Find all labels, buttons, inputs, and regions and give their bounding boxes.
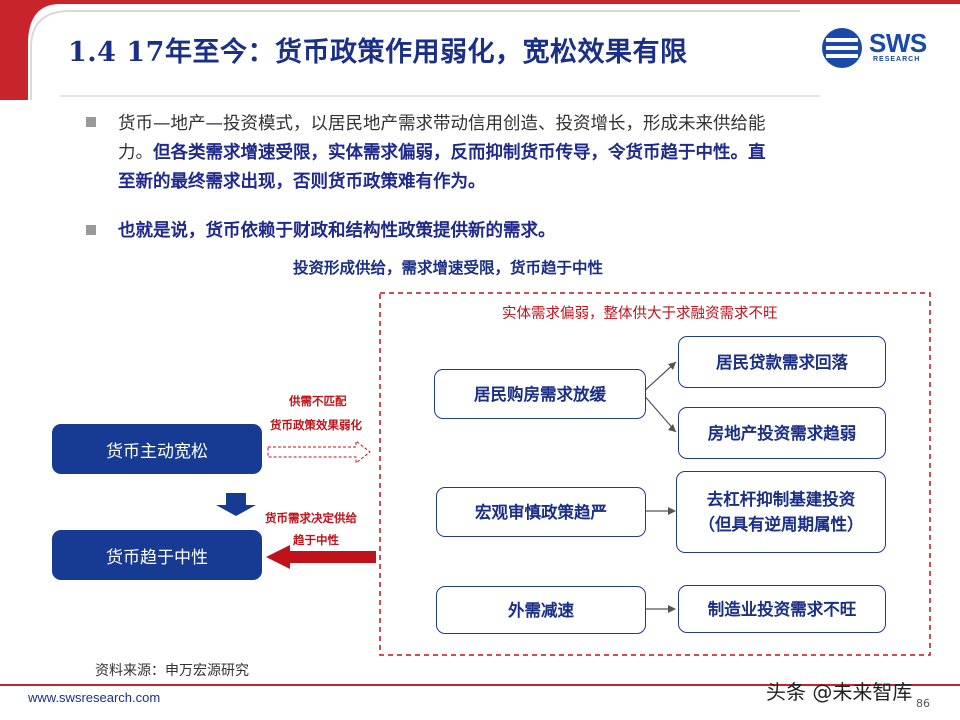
cause-external-demand: 外需减速 xyxy=(436,586,646,634)
footer-divider xyxy=(0,684,960,686)
bullet-marker xyxy=(86,225,96,235)
loose-money-box: 货币主动宽松 xyxy=(52,424,262,474)
bullet-marker xyxy=(86,117,96,127)
cause-macroprudential: 宏观审慎政策趋严 xyxy=(436,487,646,537)
bullet-1-line-2-bold: 但各类需求增速受限，实体需求偏弱，反而抑制货币传导，令货币趋于中性。直 xyxy=(153,143,766,163)
sws-logo-icon xyxy=(822,28,862,68)
bullet-1: 货币—地产—投资模式，以居民地产需求带动信用创造、投资增长，形成未来供给能 力。… xyxy=(118,110,938,197)
effect-infrastructure: 去杠杆抑制基建投资 （但具有逆周期属性） xyxy=(676,471,886,553)
arrow-label-top-1: 供需不匹配 xyxy=(289,394,347,408)
arrow-label-bottom-1: 货币需求决定供给 xyxy=(265,511,357,525)
diagram-subtitle: 投资形成供给，需求增速受限，货币趋于中性 xyxy=(293,259,604,277)
effect-household-loans: 居民贷款需求回落 xyxy=(678,336,886,388)
bullet-2: 也就是说，货币依赖于财政和结构性政策提供新的需求。 xyxy=(118,221,556,241)
footer-url[interactable]: www.swsresearch.com xyxy=(28,690,161,705)
title-band xyxy=(0,0,960,100)
effect-infrastructure-line-2: （但具有逆周期属性） xyxy=(698,515,864,534)
logo-subtext: RESEARCH xyxy=(873,56,921,63)
arrow-label-bottom-2: 趋于中性 xyxy=(293,533,339,547)
slide-title: 1.4 17年至今：货币政策作用弱化，宽松效果有限 xyxy=(68,37,688,68)
bullet-1-line-1: 货币—地产—投资模式，以居民地产需求带动信用创造、投资增长，形成未来供给能 xyxy=(118,114,766,134)
source-note: 资料来源：申万宏源研究 xyxy=(95,663,249,679)
cause-housing-demand: 居民购房需求放缓 xyxy=(434,369,646,419)
bullet-1-line-3: 至新的最终需求出现，否则货币政策难有作为。 xyxy=(118,172,486,192)
bullet-1-line-2: 力。但各类需求增速受限，实体需求偏弱，反而抑制货币传导，令货币趋于中性。直 xyxy=(118,139,938,168)
page-number: 86 xyxy=(916,697,930,710)
effect-manufacturing: 制造业投资需求不旺 xyxy=(678,585,886,633)
effect-real-estate: 房地产投资需求趋弱 xyxy=(678,407,886,459)
effect-infrastructure-line-1: 去杠杆抑制基建投资 xyxy=(706,490,856,509)
watermark: 头条 @未来智库 xyxy=(766,680,913,704)
frame-title: 实体需求偏弱，整体供大于求融资需求不旺 xyxy=(502,306,778,322)
logo-text: SWS xyxy=(869,28,927,58)
bullet-1-line-2-normal: 力。 xyxy=(118,143,153,163)
arrow-label-top-2: 货币政策效果弱化 xyxy=(270,418,362,432)
neutral-money-box: 货币趋于中性 xyxy=(52,530,262,580)
